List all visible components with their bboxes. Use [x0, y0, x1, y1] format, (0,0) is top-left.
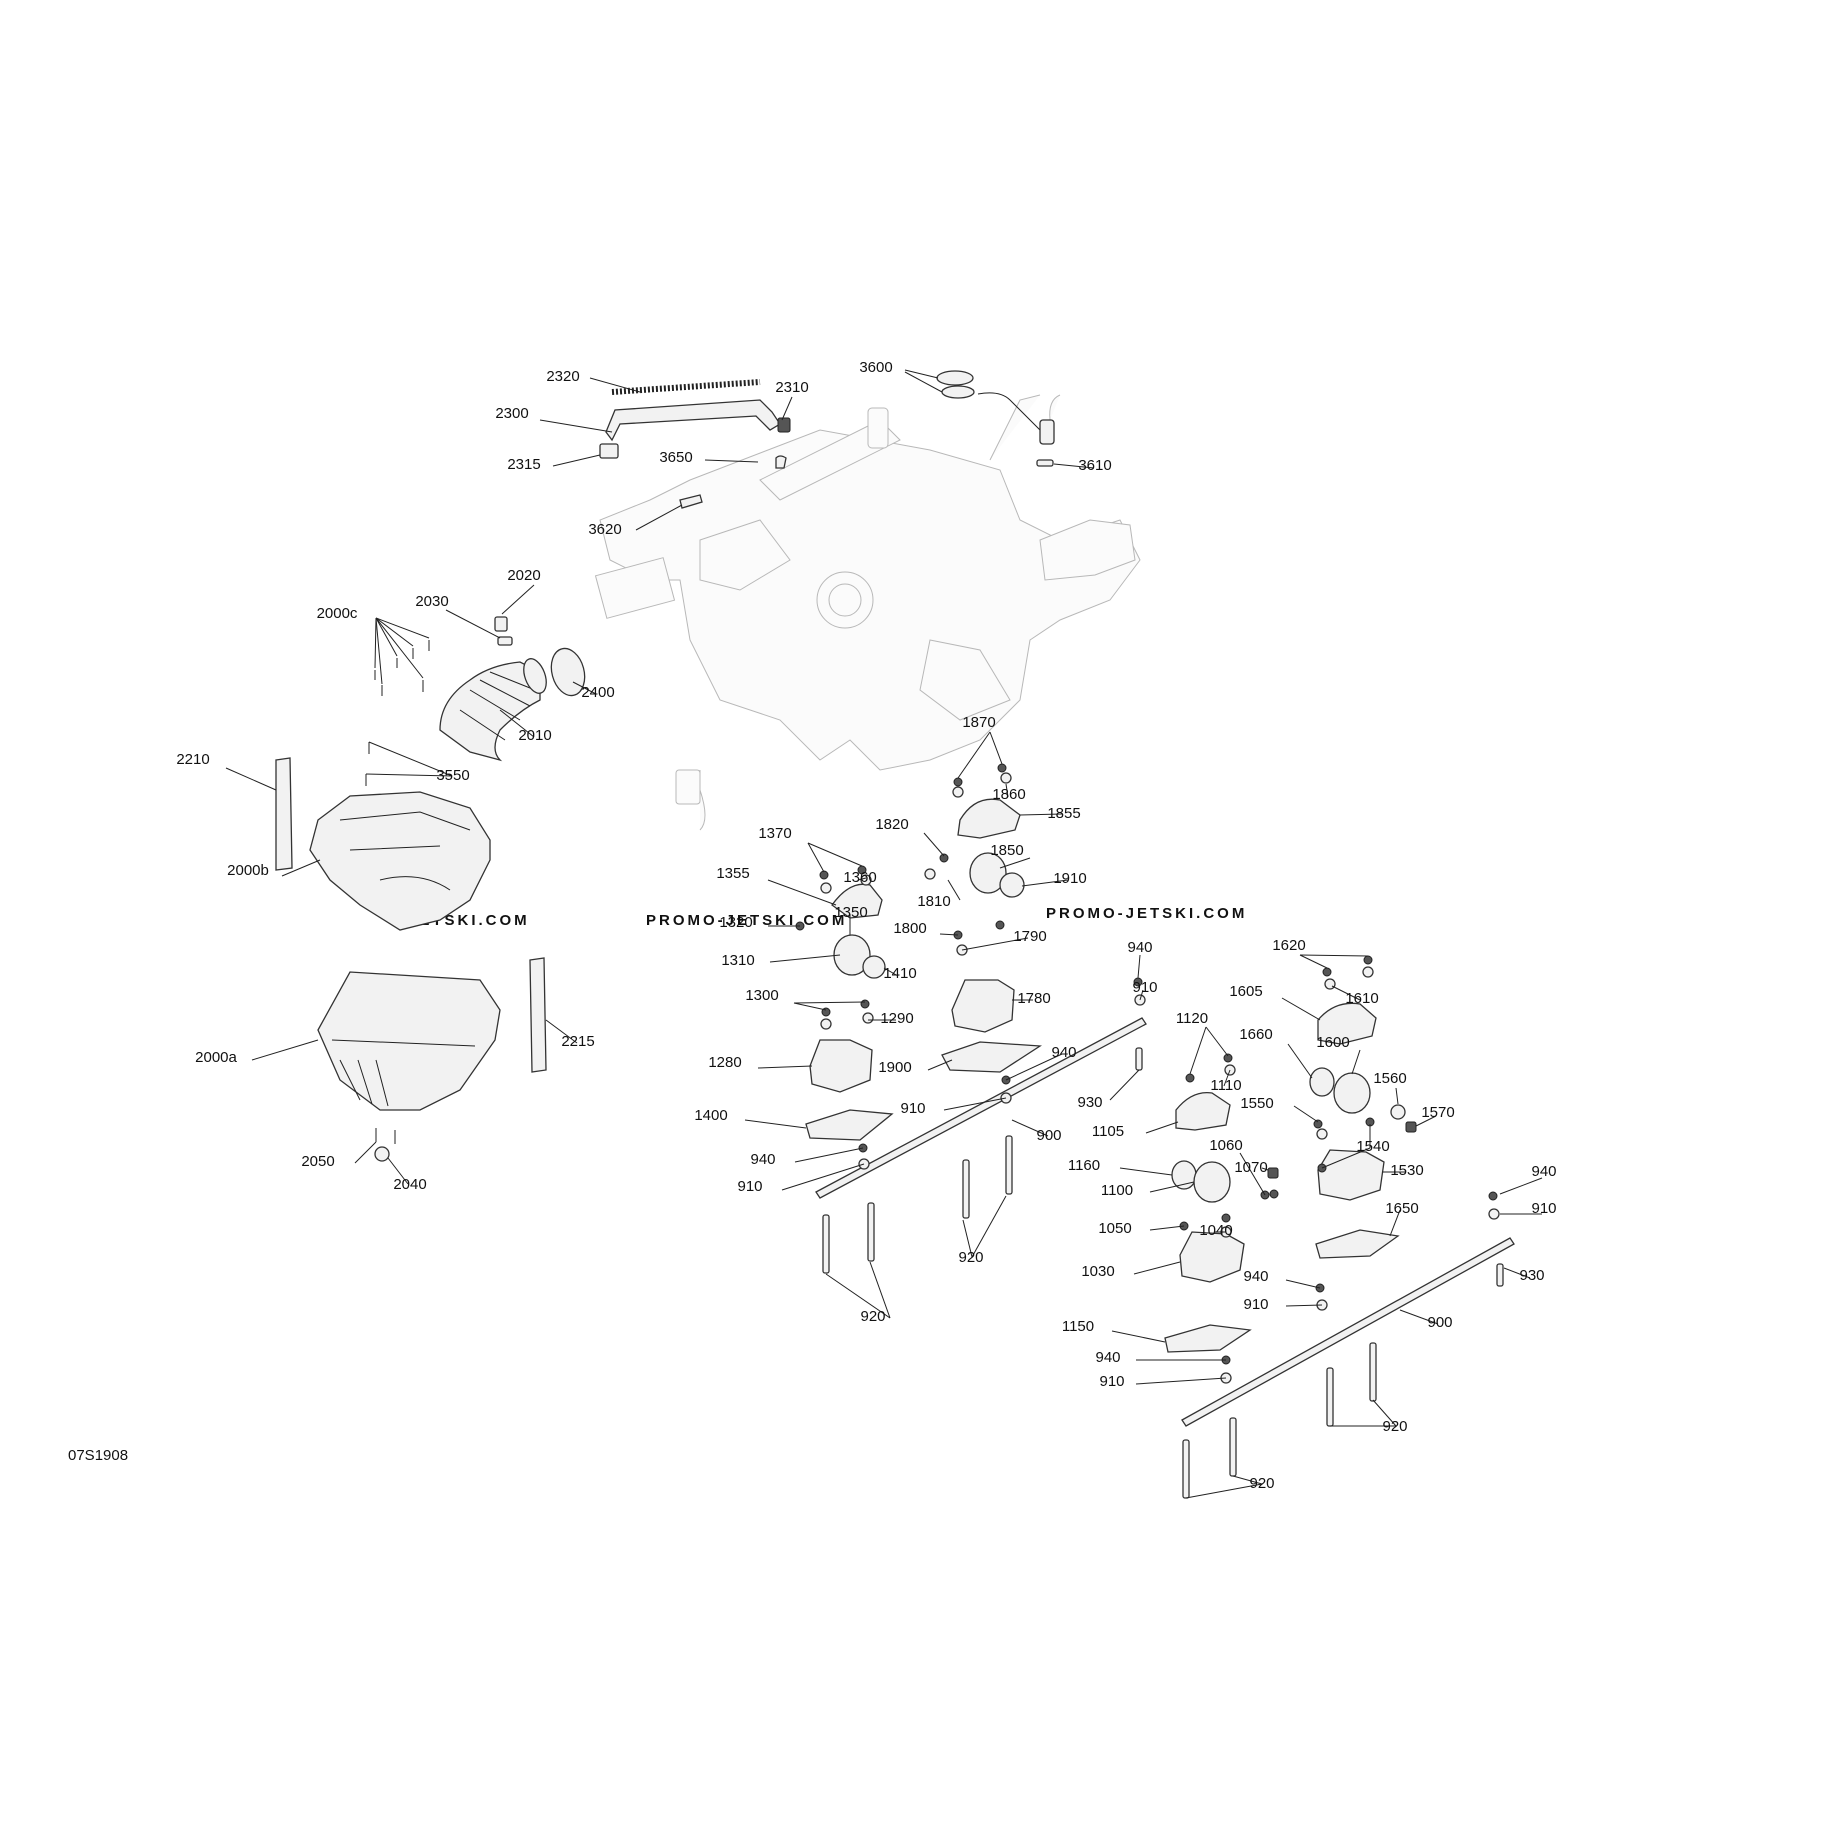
callout-2020: 2020 [507, 567, 540, 584]
callout-1300: 1300 [745, 987, 778, 1004]
callout-1370: 1370 [758, 825, 791, 842]
callout-1040: 1040 [1199, 1222, 1232, 1239]
engine-mounts [805, 798, 1515, 1499]
callout-1110: 1110 [1210, 1077, 1241, 1094]
callout-2315: 2315 [507, 456, 540, 473]
callout-1070: 1070 [1234, 1159, 1267, 1176]
callout-2310: 2310 [775, 379, 808, 396]
callout-1910: 1910 [1053, 870, 1086, 887]
callout-1570: 1570 [1421, 1104, 1454, 1121]
callout-1660: 1660 [1239, 1026, 1272, 1043]
callout-1800: 1800 [893, 920, 926, 937]
callout-910: 910 [1132, 979, 1157, 996]
callout-1780: 1780 [1017, 990, 1050, 1007]
callout-1600: 1600 [1316, 1034, 1349, 1051]
callout-1530: 1530 [1390, 1162, 1423, 1179]
callout-1900: 1900 [878, 1059, 911, 1076]
callout-1120: 1120 [1176, 1010, 1208, 1027]
callout-920: 920 [958, 1249, 983, 1266]
callout-910: 910 [1099, 1373, 1124, 1390]
callout-1100: 1100 [1101, 1182, 1133, 1199]
callout-1030: 1030 [1081, 1263, 1114, 1280]
callout-930: 930 [1077, 1094, 1102, 1111]
callout-1870: 1870 [962, 714, 995, 731]
callout-940: 940 [1095, 1349, 1120, 1366]
callout-2400: 2400 [581, 684, 614, 701]
watermark-middle: PROMO-JETSKI.COM [646, 912, 847, 929]
callout-1790: 1790 [1013, 928, 1046, 945]
callout-1540: 1540 [1356, 1138, 1389, 1155]
callout-920: 920 [1249, 1475, 1274, 1492]
callout-1620: 1620 [1272, 937, 1305, 954]
callout-1400: 1400 [694, 1107, 727, 1124]
callout-1150: 1150 [1062, 1318, 1094, 1335]
callout-940: 940 [1127, 939, 1152, 956]
callout-900: 900 [1427, 1314, 1452, 1331]
callout-940: 940 [750, 1151, 775, 1168]
callout-1050: 1050 [1098, 1220, 1131, 1237]
sensor-wiring [936, 370, 1055, 467]
callout-1610: 1610 [1345, 990, 1378, 1007]
callout-2030: 2030 [415, 593, 448, 610]
callout-2210: 2210 [176, 751, 209, 768]
callout-1850: 1850 [990, 842, 1023, 859]
callout-1280: 1280 [708, 1054, 741, 1071]
airbox-base [317, 957, 547, 1162]
callout-1605: 1605 [1229, 983, 1262, 1000]
callout-1855: 1855 [1047, 805, 1080, 822]
engine-illustration [594, 394, 1141, 831]
leader-lines [225, 369, 1543, 1499]
watermark-right: PROMO-JETSKI.COM [1046, 905, 1247, 922]
callout-1060: 1060 [1209, 1137, 1242, 1154]
callout-2010: 2010 [518, 727, 551, 744]
callout-2320: 2320 [546, 368, 579, 385]
callout-2000a: 2000a [195, 1049, 237, 1066]
callout-3550: 3550 [436, 767, 469, 784]
callout-2040: 2040 [393, 1176, 426, 1193]
callout-1160: 1160 [1068, 1157, 1100, 1174]
callout-2000b: 2000b [227, 862, 269, 879]
callout-920: 920 [860, 1308, 885, 1325]
callout-1820: 1820 [875, 816, 908, 833]
callout-910: 910 [1531, 1200, 1556, 1217]
intake-boot [365, 616, 586, 786]
callout-930: 930 [1519, 1267, 1544, 1284]
callout-2215: 2215 [561, 1033, 594, 1050]
callout-1650: 1650 [1385, 1200, 1418, 1217]
callout-3610: 3610 [1078, 457, 1111, 474]
callout-1105: 1105 [1092, 1123, 1124, 1140]
callout-1320: 1320 [719, 914, 752, 931]
breather-hose [599, 379, 791, 509]
callout-3600: 3600 [859, 359, 892, 376]
callout-2000c: 2000c [317, 605, 358, 622]
watermark: JETSKI.COM PROMO-JETSKI.COM PROMO-JETSKI… [408, 905, 1247, 929]
callout-940: 940 [1051, 1044, 1076, 1061]
callout-910: 910 [737, 1178, 762, 1195]
callout-910: 910 [1243, 1296, 1268, 1313]
callout-3650: 3650 [659, 449, 692, 466]
callout-3620: 3620 [588, 521, 621, 538]
callout-1310: 1310 [721, 952, 754, 969]
callout-940: 940 [1531, 1163, 1556, 1180]
callout-1355: 1355 [716, 865, 749, 882]
callout-1550: 1550 [1240, 1095, 1273, 1112]
callout-1560: 1560 [1373, 1070, 1406, 1087]
callout-2050: 2050 [301, 1153, 334, 1170]
diagram-code: 07S1908 [68, 1447, 128, 1464]
callout-2300: 2300 [495, 405, 528, 422]
airbox-cover [275, 757, 491, 931]
callout-940: 940 [1243, 1268, 1268, 1285]
callout-920: 920 [1382, 1418, 1407, 1435]
callout-1810: 1810 [917, 893, 950, 910]
callout-910: 910 [900, 1100, 925, 1117]
callout-1410: 1410 [883, 965, 916, 982]
callout-1860: 1860 [992, 786, 1025, 803]
callout-900: 900 [1036, 1127, 1061, 1144]
callout-labels: 2320 2310 2300 2315 3650 3620 3600 3610 2020 2030… [176, 359, 1556, 1492]
callout-1350: 1350 [834, 904, 867, 921]
callout-1290: 1290 [880, 1010, 913, 1027]
callout-1360: 1360 [843, 869, 876, 886]
